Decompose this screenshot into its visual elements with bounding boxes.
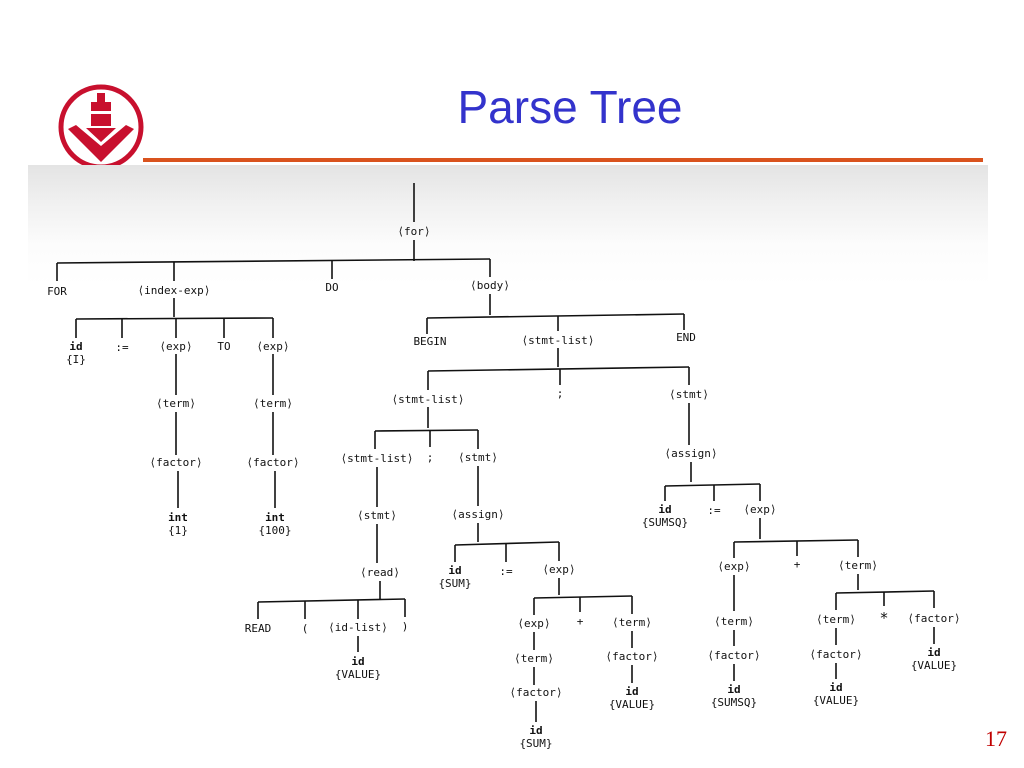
node-id-value-read-value: {VALUE} — [335, 668, 381, 681]
node-stmt-list-top: ⟨stmt-list⟩ — [522, 334, 595, 347]
node-id-value-right-left-value: {VALUE} — [813, 694, 859, 707]
tree-labels: ⟨for⟩ FOR ⟨index-exp⟩ DO ⟨body⟩ id {I} :… — [47, 225, 960, 750]
node-factor-1: ⟨factor⟩ — [150, 456, 203, 469]
node-factor-right-left: ⟨factor⟩ — [708, 649, 761, 662]
node-exp-2: ⟨exp⟩ — [256, 340, 289, 353]
node-id-sum-middle-2: id — [529, 724, 542, 737]
node-right-paren: ) — [402, 620, 409, 633]
node-index-exp: ⟨index-exp⟩ — [138, 284, 211, 297]
node-for-keyword: FOR — [47, 285, 67, 298]
node-int-100-value: {100} — [258, 524, 291, 537]
node-semicolon-2: ; — [427, 451, 434, 464]
node-exp-right: ⟨exp⟩ — [743, 503, 776, 516]
node-plus-middle: + — [577, 615, 584, 628]
node-stmt-middle: ⟨stmt⟩ — [458, 451, 498, 464]
node-factor-right-right-right: ⟨factor⟩ — [908, 612, 961, 625]
node-body: ⟨body⟩ — [470, 279, 510, 292]
node-stmt-list-3: ⟨stmt-list⟩ — [341, 452, 414, 465]
node-id-sum-middle-2-value: {SUM} — [519, 737, 552, 750]
node-id-value-middle-value: {VALUE} — [609, 698, 655, 711]
node-int-1: int — [168, 511, 188, 524]
node-read: ⟨read⟩ — [360, 566, 400, 579]
node-to-keyword: TO — [217, 340, 230, 353]
node-term-right-left: ⟨term⟩ — [714, 615, 754, 628]
node-end-keyword: END — [676, 331, 696, 344]
node-assign-op-right: := — [707, 504, 721, 517]
node-id-value-read: id — [351, 655, 364, 668]
scanned-figure-background — [28, 165, 988, 765]
node-read-keyword: READ — [245, 622, 272, 635]
node-id-sumsq-right: id — [658, 503, 671, 516]
node-factor-middle-left: ⟨factor⟩ — [510, 686, 563, 699]
node-assign-op-1: := — [115, 341, 129, 354]
slide-title: Parse Tree — [457, 81, 683, 133]
node-stmt-read: ⟨stmt⟩ — [357, 509, 397, 522]
node-id-i-value: {I} — [66, 353, 86, 366]
node-id-value-right-right-value: {VALUE} — [911, 659, 957, 672]
node-factor-right-right-left: ⟨factor⟩ — [810, 648, 863, 661]
node-begin-keyword: BEGIN — [413, 335, 446, 348]
node-id-sumsq-right-2: id — [727, 683, 740, 696]
node-id-sumsq-right-2-value: {SUMSQ} — [711, 696, 757, 709]
node-factor-2: ⟨factor⟩ — [247, 456, 300, 469]
page-number: 17 — [985, 726, 1007, 751]
node-semicolon-1: ; — [557, 387, 564, 400]
node-assign-right: ⟨assign⟩ — [665, 447, 718, 460]
node-do-keyword: DO — [325, 281, 338, 294]
node-int-1-value: {1} — [168, 524, 188, 537]
node-id-sum-middle: id — [448, 564, 461, 577]
node-exp-middle-left: ⟨exp⟩ — [517, 617, 550, 630]
node-stmt-list-2: ⟨stmt-list⟩ — [392, 393, 465, 406]
node-term-right-right: ⟨term⟩ — [838, 559, 878, 572]
node-factor-middle-right: ⟨factor⟩ — [606, 650, 659, 663]
node-term-1: ⟨term⟩ — [156, 397, 196, 410]
node-id-list: ⟨id-list⟩ — [328, 621, 388, 634]
node-exp-right-left: ⟨exp⟩ — [717, 560, 750, 573]
node-for: ⟨for⟩ — [397, 225, 430, 238]
node-id-i: id — [69, 340, 82, 353]
node-id-sumsq-right-value: {SUMSQ} — [642, 516, 688, 529]
title-divider — [143, 158, 983, 162]
node-id-sum-middle-value: {SUM} — [438, 577, 471, 590]
node-plus-right: + — [794, 558, 801, 571]
node-id-value-right-left: id — [829, 681, 842, 694]
node-term-middle-left: ⟨term⟩ — [514, 652, 554, 665]
node-left-paren: ( — [302, 622, 309, 635]
node-id-value-right-right: id — [927, 646, 940, 659]
tree-edges — [56, 183, 935, 722]
node-times: * — [879, 609, 888, 627]
node-assign-op-middle: := — [499, 565, 513, 578]
node-term-middle-right: ⟨term⟩ — [612, 616, 652, 629]
node-id-value-middle: id — [625, 685, 638, 698]
node-int-100: int — [265, 511, 285, 524]
node-stmt-right: ⟨stmt⟩ — [669, 388, 709, 401]
node-assign-middle: ⟨assign⟩ — [452, 508, 505, 521]
node-exp-1: ⟨exp⟩ — [159, 340, 192, 353]
node-exp-middle: ⟨exp⟩ — [542, 563, 575, 576]
node-term-2: ⟨term⟩ — [253, 397, 293, 410]
node-term-right-right-left: ⟨term⟩ — [816, 613, 856, 626]
